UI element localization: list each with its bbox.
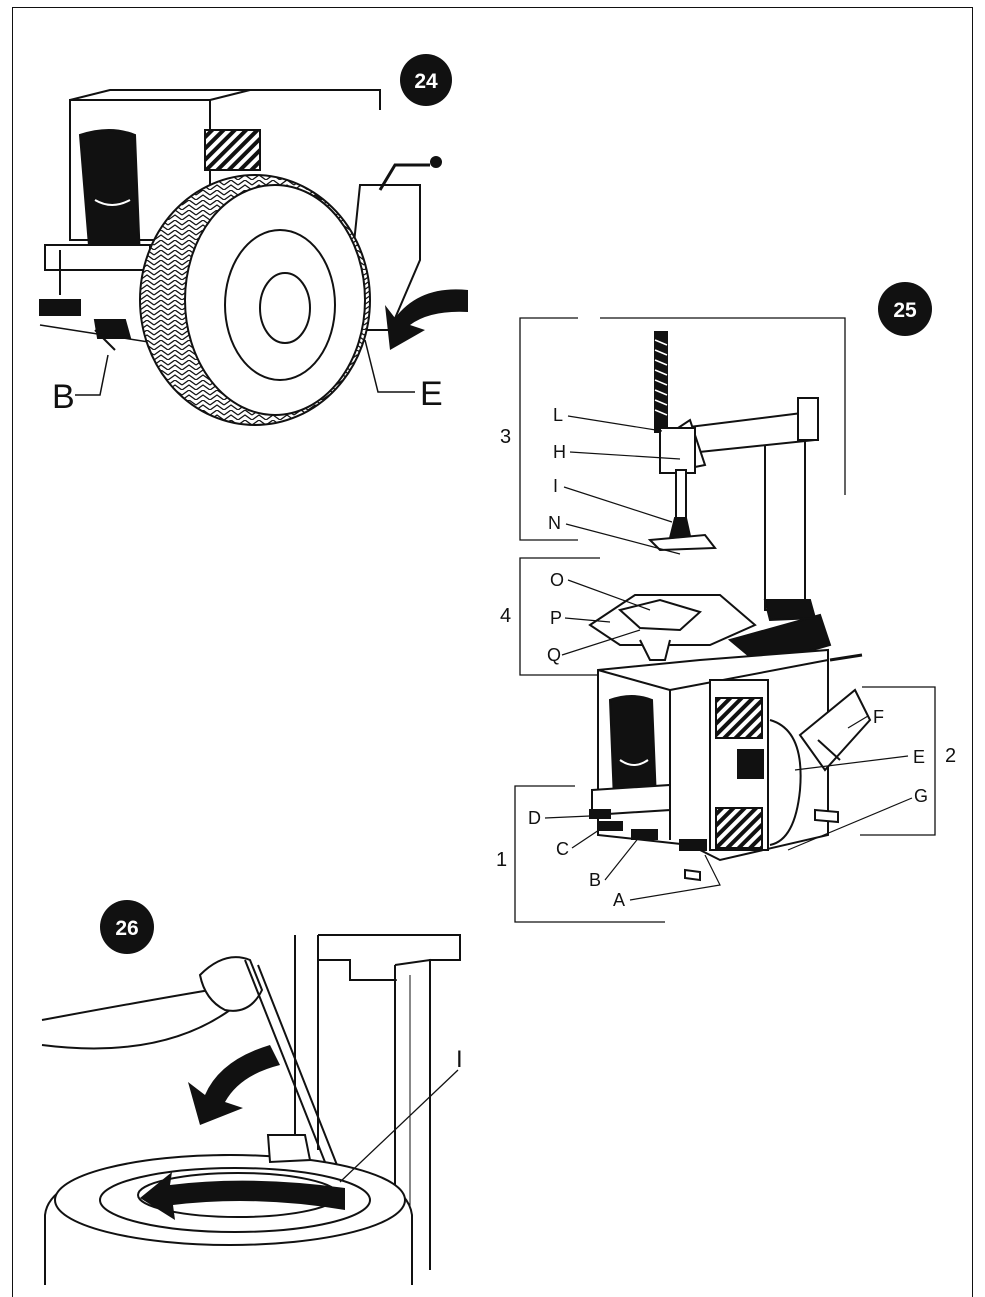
fig25-label-f: F — [873, 707, 884, 727]
fig25-group-1: 1 — [496, 849, 507, 871]
fig24-label-e: E — [420, 375, 443, 413]
figure-badge-26-text: 26 — [115, 917, 138, 940]
fig26-rotation-arrow — [140, 1172, 345, 1220]
fig25-group-3: 3 — [500, 426, 511, 448]
figure-badge-24 — [400, 54, 452, 106]
fig25-label-p: P — [550, 608, 562, 628]
fig25-label-b: B — [589, 870, 601, 890]
fig25-label-e: E — [913, 747, 925, 767]
fig25-group-2: 2 — [945, 745, 956, 767]
fig25-label-n: N — [548, 513, 561, 533]
fig24-wheel — [139, 174, 371, 426]
fig24-rotation-arrow — [385, 289, 468, 350]
fig25-label-a: A — [613, 890, 625, 910]
page-frame — [12, 7, 973, 1297]
fig25-column-arm — [647, 331, 819, 611]
fig25-label-c: C — [556, 839, 569, 859]
figure-badge-26 — [100, 900, 154, 954]
figure-badge-25 — [878, 282, 932, 336]
fig24-machine — [39, 89, 442, 351]
fig25-label-i: I — [553, 476, 558, 496]
figure-24: 24 B — [39, 54, 468, 426]
fig24-label-b: B — [52, 378, 75, 416]
fig26-down-arrow — [188, 1045, 280, 1125]
figure-26: 26 I — [41, 900, 463, 1285]
fig25-label-g: G — [914, 786, 928, 806]
fig25-label-l: L — [553, 405, 563, 425]
fig25-label-h: H — [553, 442, 566, 462]
fig26-hand — [198, 956, 264, 1012]
fig25-cabinet — [589, 648, 872, 882]
fig25-label-o: O — [550, 570, 564, 590]
fig26-arm — [41, 988, 232, 1050]
figure-badge-25-text: 25 — [893, 299, 917, 322]
fig25-label-q: Q — [547, 645, 561, 665]
fig25-group-brackets — [514, 317, 936, 923]
fig26-label-i: I — [456, 1046, 463, 1073]
fig25-group-4: 4 — [500, 605, 511, 627]
fig26-tire — [44, 1134, 413, 1285]
fig26-lever — [244, 959, 351, 1201]
figure-25: 25 3 4 1 2 — [496, 282, 956, 923]
fig25-leader-lines — [544, 415, 913, 901]
fig25-label-d: D — [528, 808, 541, 828]
figure-badge-24-text: 24 — [414, 70, 438, 93]
